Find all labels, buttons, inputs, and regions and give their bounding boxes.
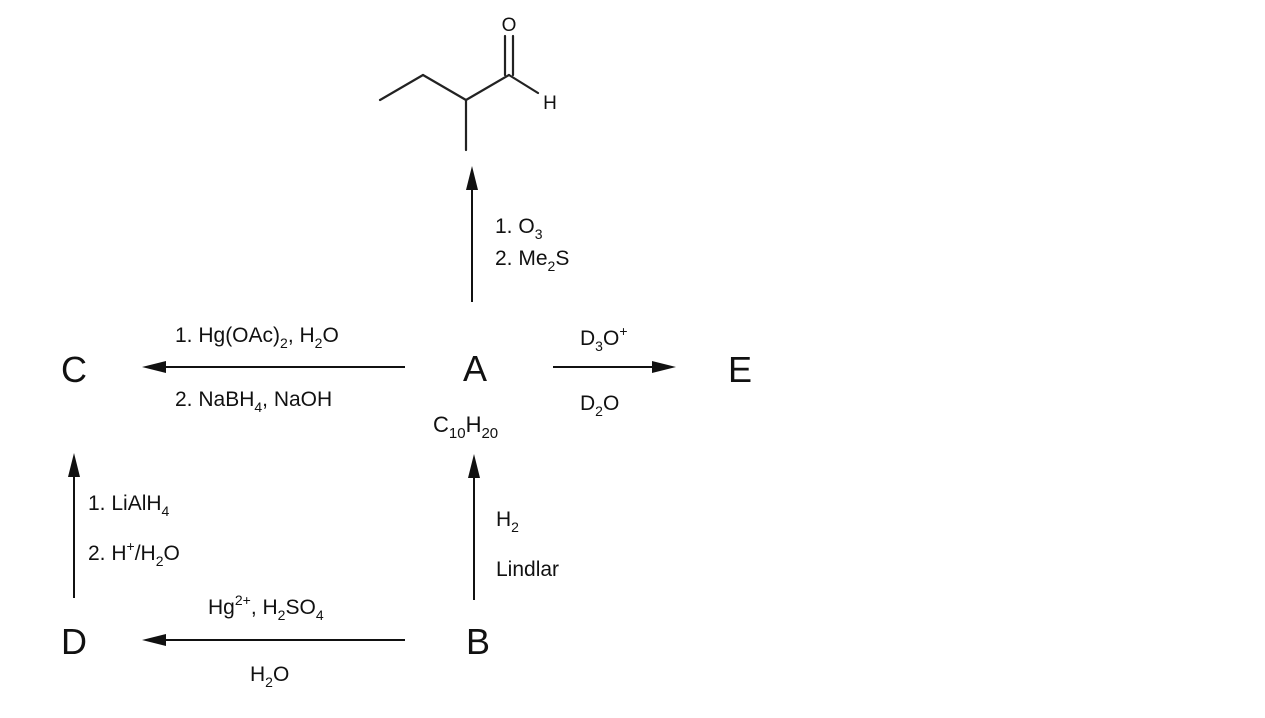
reagent-heavy-water: D2O (580, 392, 619, 419)
arrow-a-to-e (553, 361, 676, 373)
reagent-mercury-sulfuric-acid: Hg2+, H2SO4 (208, 592, 324, 623)
oxygen-atom-label: O (502, 15, 517, 36)
reagent-hydrogen-gas: H2 (496, 508, 519, 535)
reagent-acid-workup: 2. H+/H2O (88, 538, 180, 569)
arrow-b-to-a (468, 454, 480, 600)
arrow-b-to-d (142, 634, 405, 646)
reagent-water: H2O (250, 663, 289, 690)
bond-aldehyde-h (507, 73, 540, 95)
compound-d-label: D (61, 621, 87, 662)
compound-b-label: B (466, 621, 490, 662)
compound-e-label: E (728, 349, 752, 390)
arrow-d-to-c (68, 453, 80, 598)
reagent-lindlar-catalyst: Lindlar (496, 558, 559, 581)
formula-a: C10H20 (433, 412, 498, 442)
reagent-lithium-aluminum-hydride: 1. LiAlH4 (88, 492, 170, 519)
reagent-sodium-borohydride: 2. NaBH4, NaOH (175, 388, 332, 415)
arrow-a-to-c (142, 361, 405, 373)
bond-c2-c3 (421, 73, 468, 102)
bond-c1-c2 (378, 73, 425, 102)
reagent-ozone: 1. O3 (495, 215, 543, 242)
compound-a-label: A (463, 348, 487, 389)
reagent-dimethyl-sulfide: 2. Me2S (495, 247, 569, 274)
reagent-mercuric-acetate: 1. Hg(OAc)2, H2O (175, 324, 339, 351)
bond-c3-cho (464, 73, 511, 102)
hydrogen-atom-label: H (543, 93, 557, 114)
reagent-deuterated-hydronium: D3O+ (580, 323, 628, 354)
compound-c-label: C (61, 349, 87, 390)
arrow-a-to-product (466, 166, 478, 302)
product-structure-2-methylbutanal: O H (378, 15, 557, 152)
